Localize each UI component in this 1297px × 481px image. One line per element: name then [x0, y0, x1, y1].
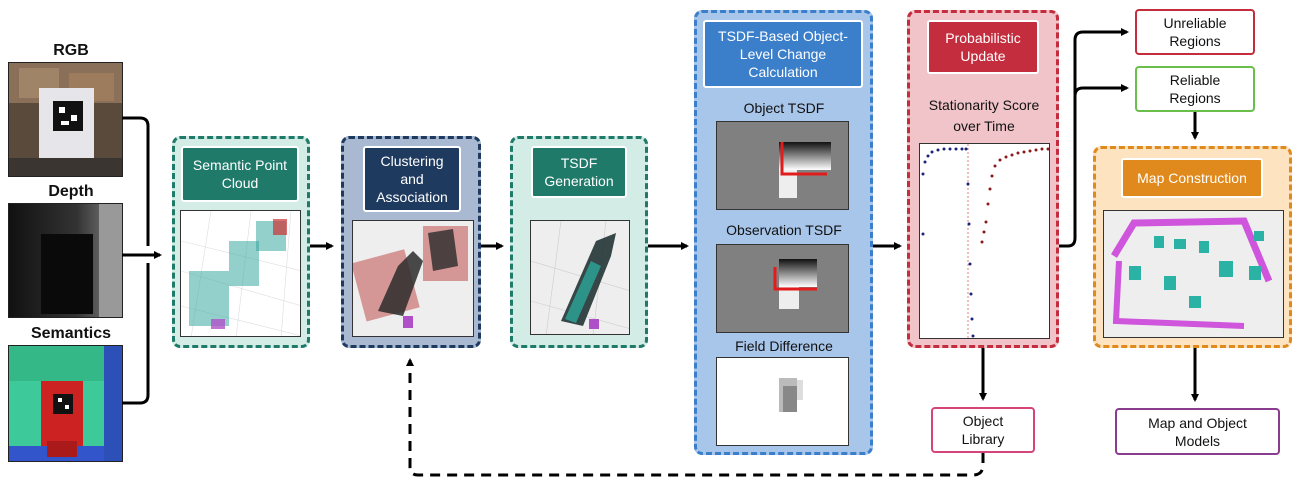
object-tsdf-graphic [717, 122, 848, 209]
rgb-image-graphic [9, 63, 122, 176]
unreliable-regions-box: Unreliable Regions [1135, 9, 1255, 55]
rgb-label: RGB [53, 42, 89, 59]
semantics-image [8, 345, 123, 462]
field-difference-viz [716, 357, 849, 446]
semantic-point-cloud-title: Semantic Point Cloud [181, 146, 299, 202]
depth-image [8, 203, 123, 318]
tsdf-generation-title: TSDF Generation [531, 146, 627, 198]
object-library-box: Object Library [931, 407, 1035, 453]
rgb-image [8, 62, 123, 177]
rgb-connector [122, 116, 150, 246]
feedback-dashed-arrow [406, 358, 985, 477]
stationarity-score-plot [919, 143, 1050, 339]
semantic-point-cloud-viz [180, 210, 301, 337]
clustering-title: Clustering and Association [363, 146, 461, 212]
map-object-models-box: Map and Object Models [1115, 408, 1280, 455]
depth-image-graphic [9, 204, 122, 317]
semantics-label: Semantics [30, 325, 112, 342]
object-tsdf-viz [716, 121, 849, 210]
stationarity-score-graphic [920, 144, 1049, 338]
observation-tsdf-viz [716, 244, 849, 333]
arrow-prob-to-reliable [1073, 84, 1129, 97]
observation-tsdf-label: Observation TSDF [726, 222, 842, 238]
tsdf-generation-viz [530, 220, 630, 335]
stationarity-score-label: Stationarity Score over Time [928, 97, 1040, 134]
map-construction-graphic [1104, 211, 1283, 337]
point-cloud-graphic [181, 211, 300, 336]
observation-tsdf-graphic [717, 245, 848, 332]
tsdf-change-title: TSDF-Based Object-Level Change Calculati… [703, 20, 863, 88]
depth-label: Depth [48, 183, 94, 200]
clustering-viz [352, 220, 474, 337]
reliable-regions-box: Reliable Regions [1135, 66, 1255, 112]
arrow-prob-to-unreliable [1059, 28, 1129, 248]
clustering-graphic [353, 221, 473, 336]
field-difference-graphic [717, 358, 848, 445]
probabilistic-update-title: Probabilistic Update [927, 20, 1039, 74]
field-difference-label: Field Difference [735, 338, 833, 354]
map-construction-title: Map Construction [1121, 158, 1263, 198]
semantics-image-graphic [9, 346, 122, 461]
map-construction-viz [1103, 210, 1284, 338]
tsdf-generation-graphic [531, 221, 629, 334]
object-tsdf-label: Object TSDF [743, 100, 825, 116]
semantics-connector [122, 263, 150, 405]
